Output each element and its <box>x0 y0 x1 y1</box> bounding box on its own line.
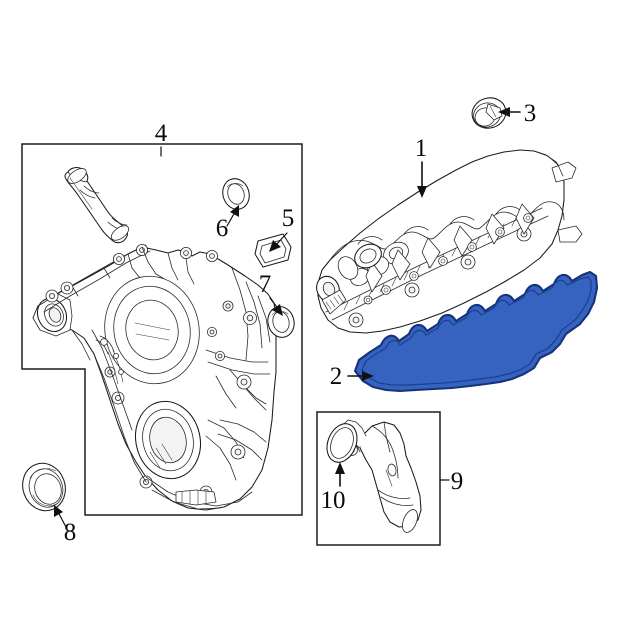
group-box-4 <box>21 143 303 516</box>
callout-number-5[interactable]: 5 <box>282 205 295 232</box>
o-ring-6 <box>222 178 250 210</box>
callout-number-6[interactable]: 6 <box>216 215 229 242</box>
callout-number-10[interactable]: 10 <box>321 487 346 514</box>
callout-number-4[interactable]: 4 <box>155 120 168 147</box>
oil-filler-cap <box>471 97 507 129</box>
valve-cover-gasket <box>353 270 599 393</box>
callout-number-8[interactable]: 8 <box>64 519 77 546</box>
group-box-9 <box>316 411 441 546</box>
callout-number-3[interactable]: 3 <box>524 100 537 127</box>
callout-number-9[interactable]: 9 <box>451 468 464 495</box>
valve-cover <box>316 149 583 334</box>
coolant-tube <box>64 167 130 244</box>
rect-gasket-5 <box>254 233 292 268</box>
crank-seal-8 <box>22 462 66 512</box>
callout-number-1[interactable]: 1 <box>415 135 428 162</box>
callout-numbers: 1 2 3 4 5 6 7 8 9 10 <box>64 100 537 546</box>
housing-o-ring <box>326 423 358 463</box>
callout-number-7[interactable]: 7 <box>259 271 272 298</box>
callout-number-2[interactable]: 2 <box>330 363 343 390</box>
callout-leaders <box>54 107 521 528</box>
timing-cover-assembly <box>32 243 277 511</box>
